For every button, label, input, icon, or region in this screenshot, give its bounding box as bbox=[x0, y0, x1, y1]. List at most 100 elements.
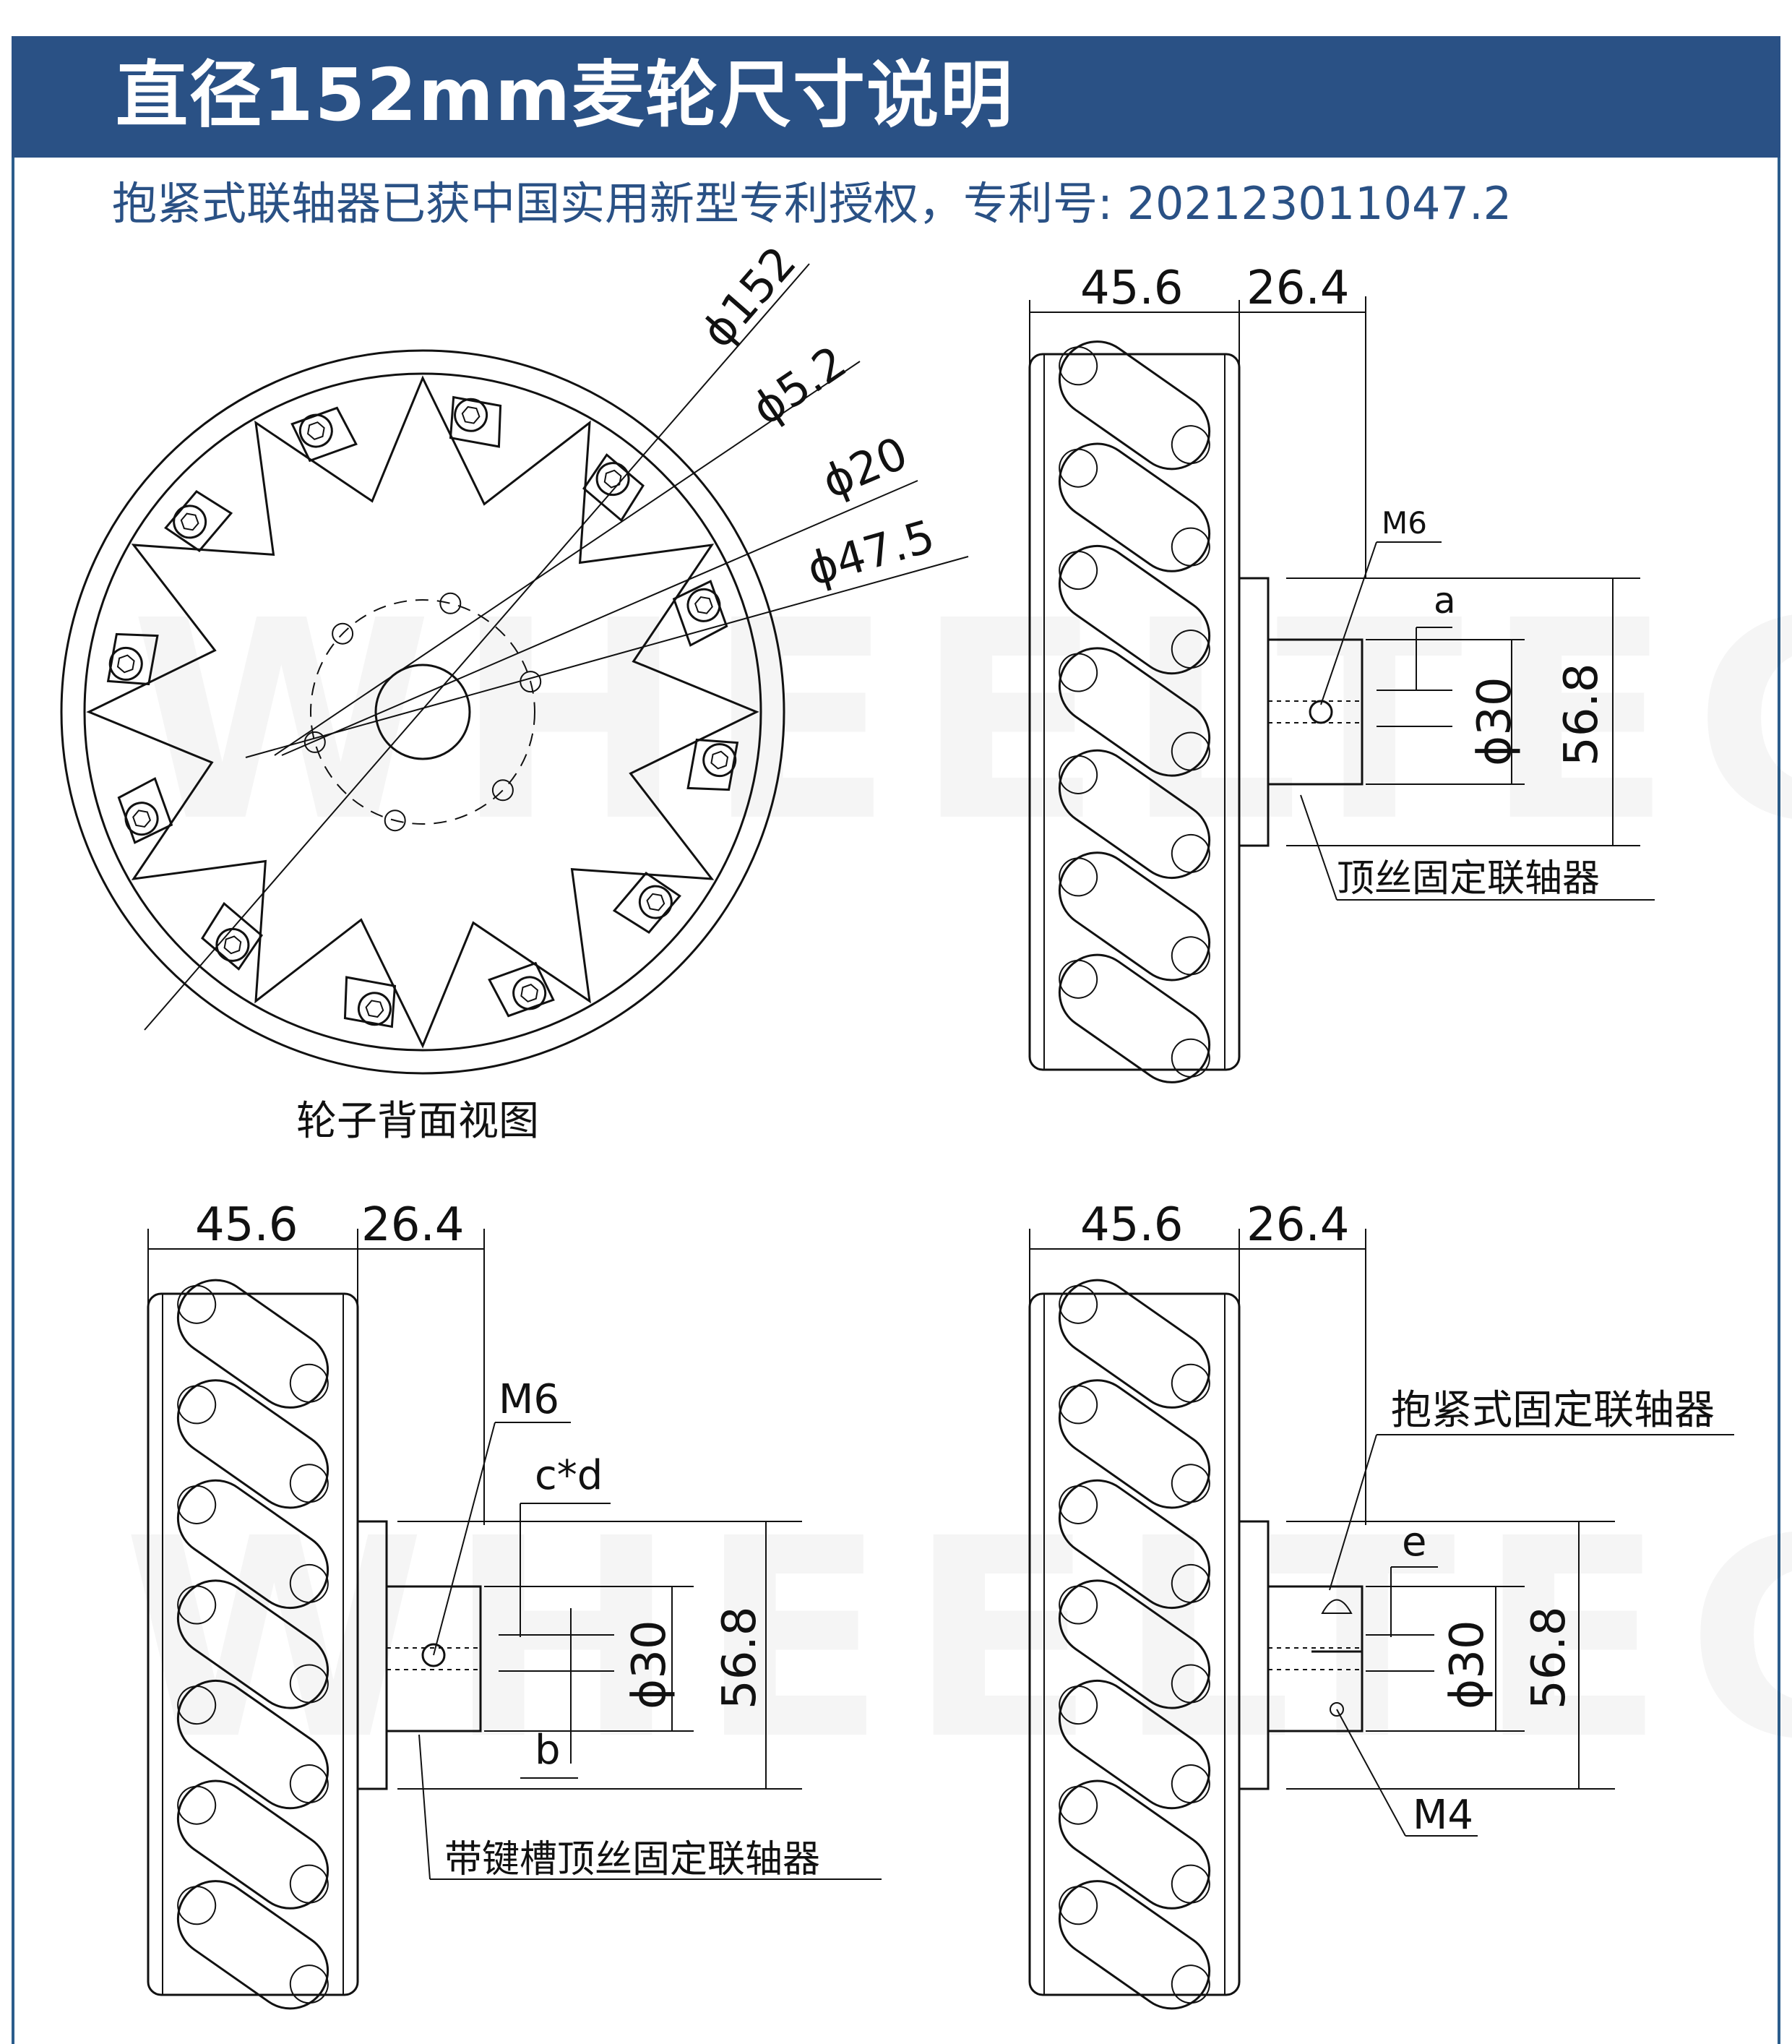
roller-hub bbox=[289, 1563, 329, 1603]
key-label-b: b bbox=[535, 1727, 561, 1774]
dim-shaft-30: ϕ30 bbox=[1441, 1620, 1494, 1709]
dim-width-45-6: 45.6 bbox=[1080, 1198, 1184, 1252]
roller bbox=[1058, 1379, 1211, 1509]
roller bbox=[1058, 1579, 1211, 1709]
leader-5-2 bbox=[274, 361, 861, 756]
dim-hub-56-8: 56.8 bbox=[1522, 1607, 1576, 1710]
bracket bbox=[582, 453, 645, 523]
roller-hub bbox=[1059, 346, 1098, 386]
roller-hub bbox=[1171, 1038, 1210, 1078]
thread-label-m6: M6 bbox=[499, 1376, 559, 1423]
roller-end bbox=[357, 992, 392, 1026]
dim-shaft-30: ϕ30 bbox=[1468, 677, 1522, 766]
roller bbox=[1058, 1679, 1211, 1810]
roller-body bbox=[176, 1379, 329, 1509]
roller bbox=[176, 1880, 329, 2010]
roller-body bbox=[1058, 647, 1211, 777]
roller-end bbox=[124, 802, 159, 836]
roller bbox=[1058, 1779, 1211, 1910]
roller-hub bbox=[177, 1485, 217, 1524]
roller-end bbox=[686, 588, 721, 622]
roller-body bbox=[176, 1279, 329, 1409]
roller-body bbox=[1058, 953, 1211, 1083]
roller-body bbox=[176, 1880, 329, 2010]
roller-end bbox=[108, 646, 143, 681]
bracket bbox=[106, 632, 159, 686]
hub-plate bbox=[86, 375, 759, 1049]
roller-hub bbox=[177, 1686, 217, 1725]
roller bbox=[176, 1479, 329, 1610]
page-title: 直径152mm麦轮尺寸说明 bbox=[116, 53, 1015, 137]
roller-end bbox=[454, 398, 488, 432]
center-bore bbox=[374, 664, 471, 760]
roller bbox=[1058, 749, 1211, 880]
leader-m6 bbox=[1320, 541, 1377, 705]
leader-20 bbox=[281, 480, 918, 756]
roller bbox=[1058, 953, 1211, 1083]
watermark-bottom: WHEELTEC bbox=[123, 1480, 1792, 1800]
roller-bracket bbox=[201, 901, 263, 971]
roller-body bbox=[1058, 1579, 1211, 1709]
nut-icon bbox=[520, 984, 539, 1002]
coupling-label-clamp: 抱紧式固定联轴器 bbox=[1391, 1387, 1715, 1434]
roller bbox=[1058, 340, 1211, 471]
roller-hub bbox=[1171, 1363, 1210, 1403]
roller bbox=[1058, 1880, 1211, 2010]
dim-width-26-4: 26.4 bbox=[1246, 262, 1350, 315]
bracket bbox=[201, 901, 263, 971]
dim-diameter-20: ϕ20 bbox=[814, 426, 915, 509]
clamp-screw bbox=[1330, 1702, 1344, 1717]
dim-width-45-6: 45.6 bbox=[1080, 262, 1184, 315]
roller-hub bbox=[1171, 1664, 1210, 1704]
side-view-top-right bbox=[1028, 340, 1364, 1083]
dim-hub-56-8: 56.8 bbox=[1555, 664, 1608, 767]
roller-hub bbox=[289, 1664, 329, 1704]
dim-diameter-152: ϕ152 bbox=[691, 236, 806, 358]
bracket bbox=[117, 777, 173, 844]
roller-hub bbox=[177, 1785, 217, 1825]
bolt-hole bbox=[491, 779, 514, 802]
roller-hub bbox=[177, 1585, 217, 1625]
roller-body bbox=[1058, 1279, 1211, 1409]
roller-hub bbox=[177, 1385, 217, 1425]
roller bbox=[1058, 442, 1211, 572]
roller-hub bbox=[289, 1363, 329, 1403]
bottom-right-dimensions: 45.6 26.4 抱紧式固定联轴器 e ϕ30 56.8 M4 bbox=[1029, 1198, 1734, 1839]
nut-icon bbox=[180, 512, 199, 531]
roller-end bbox=[702, 743, 737, 778]
nut-icon bbox=[461, 405, 481, 424]
leader-m4 bbox=[1336, 1709, 1406, 1837]
leader-coupling bbox=[1329, 1434, 1377, 1591]
roller-hub bbox=[1171, 527, 1210, 567]
roller-hub bbox=[1059, 959, 1098, 999]
roller-hub bbox=[1171, 1563, 1210, 1603]
leader-coupling bbox=[1300, 794, 1337, 901]
roller bbox=[176, 1679, 329, 1810]
inner-rim bbox=[83, 372, 762, 1052]
coupling-body bbox=[1267, 638, 1364, 786]
roller-hub bbox=[1171, 1864, 1210, 1904]
roller-body bbox=[1058, 544, 1211, 675]
leader-coupling bbox=[418, 1734, 431, 1880]
roller-hub bbox=[289, 1864, 329, 1904]
bracket bbox=[672, 580, 728, 647]
roller bbox=[1058, 647, 1211, 777]
key-label-e: e bbox=[1402, 1519, 1426, 1566]
watermark-top: WHEELTEC bbox=[130, 562, 1792, 882]
key-label-a: a bbox=[1434, 580, 1456, 622]
nut-icon bbox=[646, 893, 665, 911]
roller-body bbox=[176, 1679, 329, 1810]
dim-shaft-30: ϕ30 bbox=[623, 1620, 676, 1709]
outer-rim bbox=[60, 349, 785, 1075]
roller-bracket bbox=[612, 872, 681, 934]
nut-icon bbox=[306, 421, 325, 440]
clamp-gap bbox=[1321, 1599, 1353, 1614]
roller-hub bbox=[1059, 551, 1098, 591]
coupling-body bbox=[385, 1585, 482, 1732]
thread-label-m6: M6 bbox=[1382, 505, 1427, 541]
side-view-bottom-right bbox=[1028, 1279, 1364, 2010]
bolt-circle bbox=[310, 599, 535, 825]
set-screw bbox=[1309, 700, 1333, 724]
roller-hub bbox=[177, 1284, 217, 1324]
